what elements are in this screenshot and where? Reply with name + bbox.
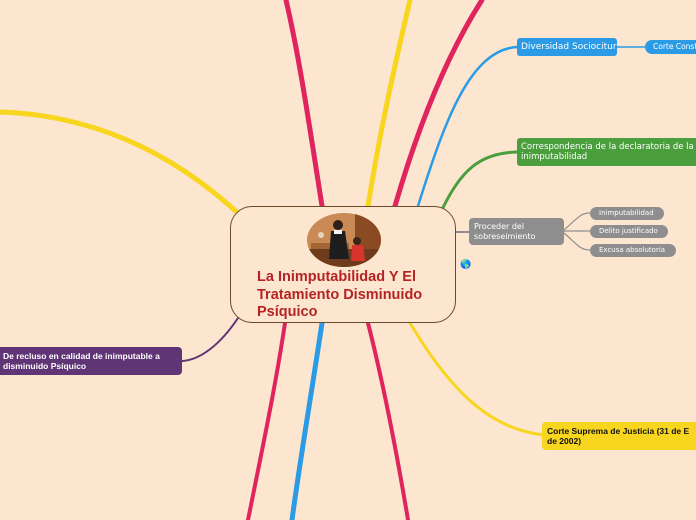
node-label: Inimputabilidad	[599, 209, 654, 217]
branch-yellow-corte-suprema	[408, 321, 547, 437]
node-correspondencia[interactable]: Correspondencia de la declaratoria de la…	[517, 138, 696, 166]
central-title-line: La Inimputabilidad Y El	[257, 269, 416, 285]
node-label-line: disminuido Psíquico	[3, 361, 87, 371]
branch-purple-recluso	[181, 317, 239, 362]
branch-red-bottom-right	[366, 321, 410, 520]
globe-icon[interactable]: 🌎	[460, 260, 472, 270]
branch-green-correspondencia	[438, 150, 519, 216]
node-recluso-inimputable[interactable]: De recluso en calidad de inimputable a d…	[0, 347, 182, 375]
branch-blue-bottom	[289, 320, 325, 520]
branch-yellow-top	[365, 0, 413, 209]
node-inimputabilidad[interactable]: Inimputabilidad	[590, 207, 664, 220]
node-corte-suprema[interactable]: Corte Suprema de Justicia (31 de E de 20…	[542, 422, 696, 450]
node-label: Diversidad Sociocitural	[521, 42, 617, 52]
node-label-line: De recluso en calidad de inimputable a	[3, 351, 160, 361]
node-label-line: de 2002)	[547, 436, 582, 446]
node-label-line: inimputabilidad	[521, 152, 588, 162]
courtroom-photo	[307, 213, 381, 267]
branch-yellow-left	[0, 109, 243, 218]
branch-red-top-right	[392, 0, 485, 209]
node-corte-constitucional[interactable]: Corte Consti	[645, 40, 696, 54]
branch-red-bottom-left	[246, 321, 287, 520]
branch-blue-diversidad	[416, 45, 519, 208]
node-label: Delito justificado	[599, 227, 658, 235]
node-label-line: sobreseimiento	[474, 232, 536, 241]
central-topic-title: La Inimputabilidad Y El Tratamiento Dism…	[257, 269, 447, 322]
node-label: Corte Consti	[653, 42, 696, 51]
node-delito-justificado[interactable]: Delito justificado	[590, 225, 668, 238]
node-label-line: Proceder del	[474, 222, 525, 231]
branch-red-top-left	[283, 0, 325, 209]
central-title-line: Psíquico	[257, 304, 318, 320]
node-proceder-sobreseimiento[interactable]: Proceder del sobreseimiento	[469, 218, 564, 245]
node-diversidad-sociocultural[interactable]: Diversidad Sociocitural	[517, 38, 617, 56]
branch-gray-excusa	[563, 232, 591, 251]
branch-gray-inimputabilidad	[563, 212, 591, 231]
node-label: Excusa absolutoria	[599, 246, 666, 254]
node-label-line: Correspondencia de la declaratoria de la	[521, 142, 694, 152]
node-excusa-absolutoria[interactable]: Excusa absolutoria	[590, 244, 676, 257]
central-title-line: Tratamiento Disminuido	[257, 286, 423, 303]
node-label-line: Corte Suprema de Justicia (31 de E	[547, 426, 690, 436]
central-topic[interactable]: La Inimputabilidad Y El Tratamiento Dism…	[230, 206, 456, 323]
